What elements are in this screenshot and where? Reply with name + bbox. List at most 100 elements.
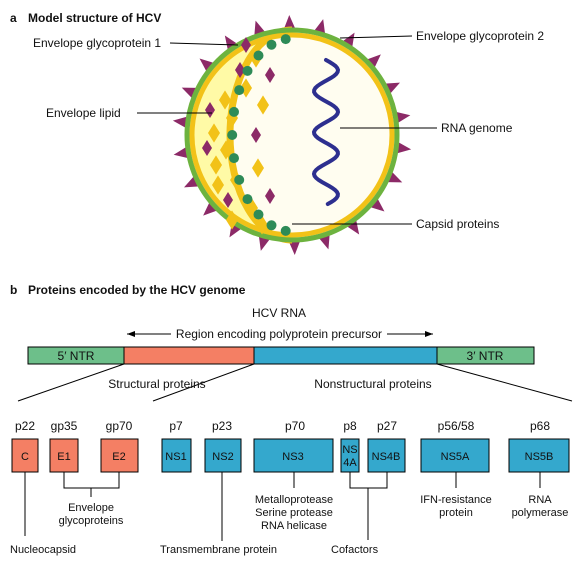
panel-a-letter: a <box>10 11 17 25</box>
panel-b-letter: b <box>10 283 17 297</box>
capsid-protein-dot <box>234 174 245 185</box>
function-cofactors: Cofactors <box>331 544 379 556</box>
protein-name-e2: E2 <box>112 451 125 463</box>
region-label-bg <box>171 327 387 341</box>
lipid-marker <box>240 78 252 98</box>
protein-box-ns1 <box>161 438 192 473</box>
lipid-marker <box>210 155 222 175</box>
lipid-marker <box>220 140 232 160</box>
lipid-marker <box>212 175 224 195</box>
protein-mass-ns5b: p68 <box>530 419 550 433</box>
label-envelope-glycoprotein-2: Envelope glycoprotein 2 <box>416 29 544 43</box>
lipid-marker <box>226 108 238 128</box>
envelope-glycoprotein-1-marker <box>265 188 275 204</box>
leader-line-eg2 <box>339 35 413 39</box>
capsid-protein-dot <box>280 34 291 45</box>
capsid-protein-dot <box>266 39 277 50</box>
protein-name-ns5a: NS5A <box>441 451 470 463</box>
capsid-protein-dot <box>266 220 277 231</box>
protein-name-ns2: NS2 <box>212 451 233 463</box>
protein-mass-ns3: p70 <box>285 419 305 433</box>
protein-mass-ns2: p23 <box>212 419 232 433</box>
capsid-protein-dot <box>227 130 238 140</box>
protein-box-ns4b <box>367 438 406 473</box>
connector-cofactors-bracket <box>349 472 388 489</box>
protein-box-ns5b <box>508 438 570 473</box>
capsid-protein-dot <box>253 50 264 61</box>
expansion-line-1 <box>17 363 125 402</box>
panel-b-title: Proteins encoded by the HCV genome <box>28 283 246 297</box>
glycoprotein-spike <box>173 146 189 159</box>
function-ns3-line1: Metalloprotease <box>255 494 333 506</box>
capsid-protein-dot <box>229 153 239 164</box>
protein-name-ns4a-line2: 4A <box>343 457 357 469</box>
ntr-3-segment <box>436 346 535 365</box>
function-nucleocapsid: Nucleocapsid <box>10 544 76 556</box>
envelope-inner-ring <box>189 32 395 238</box>
expansion-line-3 <box>436 363 573 402</box>
protein-name-ns3: NS3 <box>282 451 303 463</box>
envelope-glycoprotein-1-marker <box>205 102 215 118</box>
label-rna-genome: RNA genome <box>441 121 513 135</box>
function-ns3-line2: Serine protease <box>255 507 333 519</box>
leader-line-eg1 <box>169 42 239 46</box>
protein-name-ns1: NS1 <box>165 451 186 463</box>
glycoprotein-spike <box>346 219 360 235</box>
panel-a-title: Model structure of HCV <box>28 11 161 25</box>
connector-envelope-bracket <box>63 472 120 489</box>
label-envelope-lipid: Envelope lipid <box>46 106 121 120</box>
envelope-glycoprotein-1-marker <box>265 67 275 83</box>
protein-box-ns5a <box>420 438 490 473</box>
glycoprotein-spike <box>396 141 412 154</box>
envelope-glycoprotein-1-marker <box>223 192 233 208</box>
region-arrow-right-head <box>425 331 433 337</box>
label-envelope-glycoprotein-1: Envelope glycoprotein 1 <box>33 36 161 50</box>
lipid-marker <box>208 123 220 143</box>
protein-box-ns2 <box>204 438 242 473</box>
envelope-glycoprotein-1-marker <box>241 37 251 53</box>
hcv-rna-title: HCV RNA <box>252 306 306 320</box>
protein-mass-ns5a: p56/58 <box>438 419 475 433</box>
envelope-outer-ring <box>184 27 400 243</box>
protein-name-ns4b: NS4B <box>372 451 401 463</box>
protein-box-e1 <box>49 438 79 473</box>
glycoprotein-spike <box>395 111 411 124</box>
function-ns3-line3: RNA helicase <box>261 520 327 532</box>
glycoprotein-spike <box>366 54 381 69</box>
expansion-line-2 <box>152 363 255 402</box>
protein-mass-ns1: p7 <box>169 419 183 433</box>
protein-mass-ns4a: p8 <box>343 419 357 433</box>
ntr-3-label: 3′ NTR <box>467 349 504 363</box>
function-envelope-line2: glycoproteins <box>59 515 124 527</box>
protein-name-ns5b: NS5B <box>525 451 554 463</box>
region-arrow-left-head <box>127 331 135 337</box>
capsid-protein-dot <box>242 194 253 205</box>
label-capsid-proteins: Capsid proteins <box>416 217 499 231</box>
function-ns5b-line2: polymerase <box>512 507 569 519</box>
glycoprotein-spike <box>203 201 218 216</box>
nonstructural-proteins-label: Nonstructural proteins <box>314 377 431 391</box>
glycoprotein-spike <box>199 58 215 73</box>
glycoprotein-spike <box>172 116 188 129</box>
glycoprotein-spike <box>342 32 355 48</box>
structural-segment <box>123 346 255 365</box>
protein-mass-ns4b: p27 <box>377 419 397 433</box>
lipid-marker <box>257 95 269 115</box>
capsid-protein-dot <box>242 65 253 76</box>
envelope-glycoprotein-2-spikes <box>172 15 412 255</box>
protein-box-ns3 <box>253 438 334 473</box>
envelope-glycoprotein-1-marker <box>251 127 261 143</box>
structural-proteins-label: Structural proteins <box>108 377 205 391</box>
nonstructural-segment <box>253 346 438 365</box>
lipid-marker <box>252 158 264 178</box>
glycoprotein-spike <box>283 15 296 30</box>
function-ns5a-line1: IFN-resistance <box>420 494 492 506</box>
lipid-marker <box>226 210 238 230</box>
protein-name-e1: E1 <box>57 451 70 463</box>
glycoprotein-spike <box>288 240 301 255</box>
envelope-glycoprotein-1-marker <box>235 62 245 78</box>
protein-name-ns4a-line1: NS <box>342 444 357 456</box>
protein-name-c: C <box>21 451 29 463</box>
lipid-marker <box>219 90 231 110</box>
capsid-protein-dots <box>227 34 291 236</box>
